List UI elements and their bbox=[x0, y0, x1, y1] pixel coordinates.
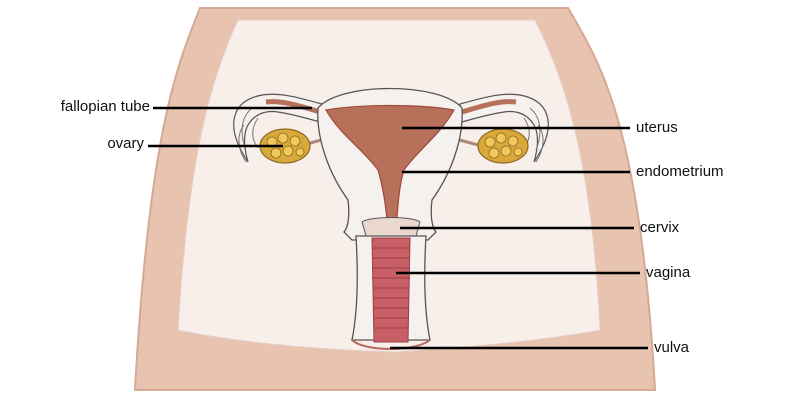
label-endometrium: endometrium bbox=[636, 163, 724, 180]
label-vulva: vulva bbox=[654, 339, 690, 356]
vaginal-rugae bbox=[372, 247, 410, 329]
uterine-cavity bbox=[325, 104, 455, 229]
leader-lines bbox=[148, 106, 648, 350]
label-ovary: ovary bbox=[107, 135, 144, 152]
right-fallopian-tube bbox=[459, 93, 549, 163]
label-uterus: uterus bbox=[636, 119, 678, 136]
left-tube-lumen bbox=[265, 99, 321, 115]
left-ovary bbox=[259, 128, 311, 164]
vaginal-canal bbox=[371, 237, 411, 343]
right-tube-lumen bbox=[461, 99, 517, 115]
cervix-shape bbox=[361, 217, 421, 237]
left-fallopian-tube bbox=[233, 93, 323, 163]
right-ovary bbox=[477, 128, 529, 164]
label-cervix: cervix bbox=[640, 219, 680, 236]
label-fallopian-tube: fallopian tube bbox=[60, 98, 150, 115]
label-vagina: vagina bbox=[646, 264, 691, 281]
